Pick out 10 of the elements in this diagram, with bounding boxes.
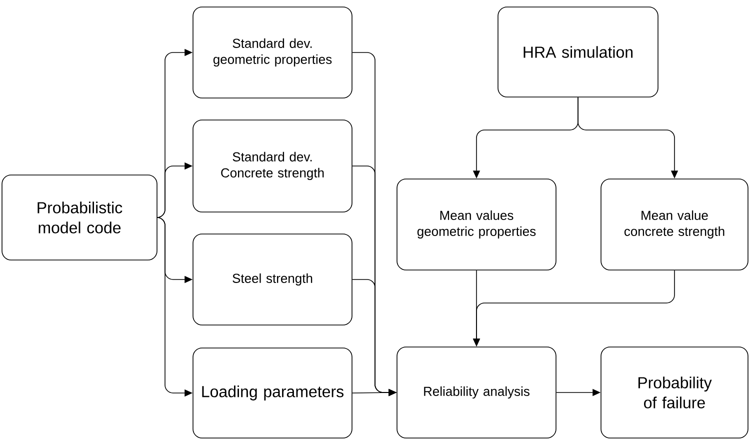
process-box: Mean values geometric properties <box>396 178 556 270</box>
process-box: Mean value concrete strength <box>600 178 748 270</box>
process-box: Standard dev. Concrete strength <box>192 120 352 212</box>
process-box: Steel strength <box>192 234 352 326</box>
process-box: Loading parameters <box>192 348 352 438</box>
process-box: Reliability analysis <box>396 346 556 438</box>
process-box: Probabilistic model code <box>2 174 158 260</box>
process-box: Standard dev. geometric properties <box>192 6 352 98</box>
process-box: HRA simulation <box>498 6 658 98</box>
process-box: Probability of failure <box>600 346 748 438</box>
